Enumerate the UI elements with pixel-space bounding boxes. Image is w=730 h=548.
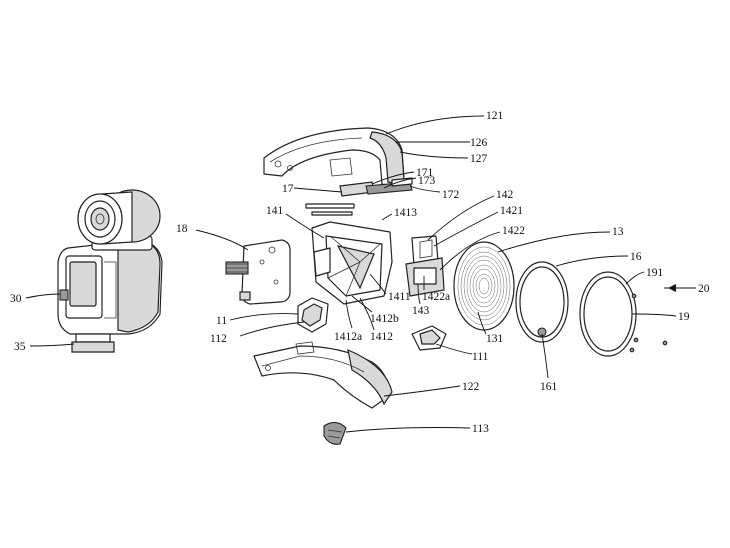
label-131: 131: [486, 333, 504, 345]
label-1413: 1413: [394, 207, 417, 219]
part-14-frame: [311, 221, 393, 305]
label-1421: 1421: [500, 205, 523, 217]
part-121-upper-housing: [263, 127, 405, 186]
part-122-lower-housing: [253, 341, 393, 409]
label-13: 13: [612, 226, 624, 238]
label-1412a: 1412a: [334, 331, 362, 343]
label-112: 112: [210, 333, 227, 345]
arrow-20: [668, 284, 676, 292]
label-122: 122: [462, 381, 480, 393]
part-13-fresnel: [453, 241, 515, 331]
label-1422a: 1422a: [422, 291, 450, 303]
part-16-ring: [515, 261, 569, 343]
label-17: 17: [282, 183, 294, 195]
label-191: 191: [646, 267, 664, 279]
assembled-flash: [57, 189, 163, 353]
label-30: 30: [10, 293, 22, 305]
screws-191: [629, 293, 668, 353]
label-172: 172: [442, 189, 460, 201]
part-19-ring: [579, 271, 637, 357]
label-113: 113: [472, 423, 489, 435]
label-19: 19: [678, 311, 690, 323]
label-127: 127: [470, 153, 488, 165]
part-18-board: [225, 239, 291, 305]
label-1422: 1422: [502, 225, 525, 237]
label-142: 142: [496, 189, 514, 201]
label-11: 11: [216, 315, 227, 327]
label-171: 171: [416, 167, 434, 179]
label-1411: 1411: [388, 291, 411, 303]
label-1412: 1412: [370, 331, 393, 343]
part-17-bars: [339, 177, 413, 197]
label-16: 16: [630, 251, 642, 263]
label-1412b: 1412b: [370, 313, 399, 325]
part-11-block: [297, 297, 329, 333]
label-173: 173: [418, 175, 436, 187]
label-20: 20: [698, 283, 710, 295]
label-161: 161: [540, 381, 558, 393]
label-141: 141: [266, 205, 284, 217]
part-113-cap: [323, 421, 347, 445]
leader-lines: [25, 115, 696, 433]
strips: [305, 203, 355, 216]
label-143: 143: [412, 305, 430, 317]
label-18: 18: [176, 223, 188, 235]
label-35: 35: [14, 341, 26, 353]
label-121: 121: [486, 110, 504, 122]
labels: 121 126 127 17 171 173 172 142 1421 1413…: [10, 110, 710, 435]
part-142-bracket: [405, 235, 445, 297]
part-111-clip: [411, 325, 447, 351]
label-111: 111: [472, 351, 489, 363]
label-126: 126: [470, 137, 488, 149]
